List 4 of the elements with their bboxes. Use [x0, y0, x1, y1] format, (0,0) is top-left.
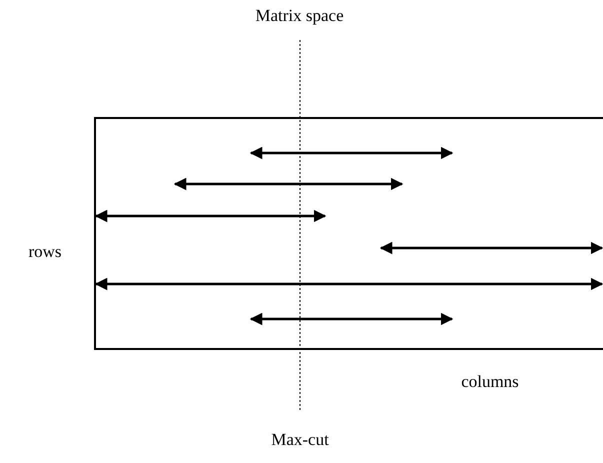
axis-label: Max-cut: [271, 430, 329, 450]
title: Matrix space: [254, 6, 345, 26]
axis-label: rows: [28, 242, 62, 262]
axis-label: columns: [461, 372, 519, 392]
